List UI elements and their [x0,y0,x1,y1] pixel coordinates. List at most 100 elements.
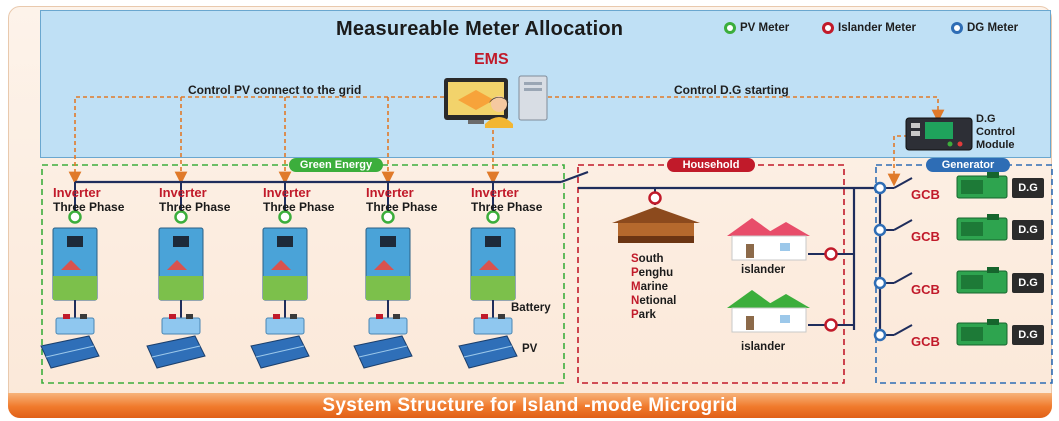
park-line: Penghu [631,267,674,279]
dg-meter-icon [951,22,963,34]
gcb-switch-line [893,324,913,336]
dg-control-module-label: D.G Control Module [976,113,1015,152]
battery-terminal [80,314,87,319]
park-label: South Penghu Marine Netional Park [631,252,676,322]
generator-label: Generator [926,158,1010,172]
battery-terminal [393,314,400,319]
inverter-title-main: Inverter [53,185,101,200]
inverter-title-sub: Three Phase [471,200,543,214]
battery-icon [161,317,201,335]
park-line: Netional [631,295,677,307]
pv-panel-grid [255,345,305,358]
generator-engine [961,180,983,194]
dg-control-module-line: D.G [976,113,996,125]
inverter-unit-panel [159,276,203,300]
inverter-display [485,236,501,247]
inverter-house-graphic [167,260,187,270]
battery-terminal [186,314,193,319]
battery-icon [368,317,408,335]
generator-engine [961,222,983,236]
pv-panel-grid [45,345,95,358]
gcb-switch-line [893,177,913,189]
islander-meter-2-icon [824,318,838,332]
dg-label: D.G [1012,325,1044,345]
control-dg-arrow [548,96,945,187]
pv-label: PV [522,343,538,355]
ac-bus [75,170,882,330]
battery-terminal [498,314,505,319]
battery-terminal [169,314,176,319]
footer-banner: System Structure for Island -mode Microg… [8,393,1052,418]
pv-meter-icon [724,22,736,34]
green-energy-label: Green Energy [289,158,383,172]
battery-icon [55,317,95,335]
pv-meter-icon [486,210,500,224]
battery-terminal [63,314,70,319]
islander-meter-icon [822,22,834,34]
gcb-switch-line [893,219,913,231]
park-line: South [631,253,664,265]
pv-meter-icon [174,210,188,224]
islander-house-1-icon [727,218,810,261]
inverter-title-sub: Three Phase [53,200,125,214]
legend-pv-meter: PV Meter [724,22,789,34]
islander-label-2: islander [741,341,786,353]
islander-meter-1-icon [824,247,838,261]
park-line: Park [631,309,656,321]
inverter-title-main: Inverter [263,185,311,200]
inverter-unit-panel [263,276,307,300]
control-pv-arrows [68,96,500,185]
gcb-label: GCB [911,229,940,244]
generator-exhaust [987,214,999,220]
battery-terminal [481,314,488,319]
park-building-icon [612,207,700,243]
legend-islander-meter: Islander Meter [822,22,916,34]
dg-meter-icon [873,223,887,237]
gcb-label: GCB [911,334,940,349]
household-zone [577,164,845,384]
legend-pv-meter-label: PV Meter [740,22,790,34]
dg-label: D.G [1012,273,1044,293]
control-pv-label: Control PV connect to the grid [188,83,362,97]
dg-control-module-line: Control [976,126,1016,138]
inverter-title-main: Inverter [471,185,519,200]
generator-engine [961,275,983,289]
park-line: Marine [631,281,669,293]
inverter-title-main: Inverter [159,185,207,200]
dg-label: D.G [1012,178,1044,198]
islander-label-1: islander [741,264,786,276]
inverter-title-sub: Three Phase [159,200,231,214]
generator-exhaust [987,319,999,325]
generator-units [873,172,1008,346]
inverter-title-sub: Three Phase [263,200,335,214]
inverter-house-graphic [374,260,394,270]
pv-panel-grid [151,345,201,358]
inverter-display [173,236,189,247]
legend-islander-meter-label: Islander Meter [838,22,916,34]
diagram-title: Measureable Meter Allocation [336,18,624,40]
pv-panel-grid [463,345,513,358]
ems-label: EMS [474,51,509,68]
generator-zone [875,164,1053,384]
pv-meter-icon [68,210,82,224]
generator-exhaust [987,267,999,273]
dg-control-module-device [905,117,973,151]
gcb-label: GCB [911,187,940,202]
inverter-units [40,182,518,369]
gcb-switch-line [893,272,913,284]
battery-icon [473,317,513,335]
inverter-unit-panel [53,276,97,300]
islander-house-2-icon [727,290,810,333]
battery-terminal [290,314,297,319]
inverter-display [277,236,293,247]
generator-engine [961,327,983,341]
household-label: Household [667,158,755,172]
legend-dg-meter: DG Meter [951,22,1018,34]
park-islander-meter-icon [648,191,662,205]
